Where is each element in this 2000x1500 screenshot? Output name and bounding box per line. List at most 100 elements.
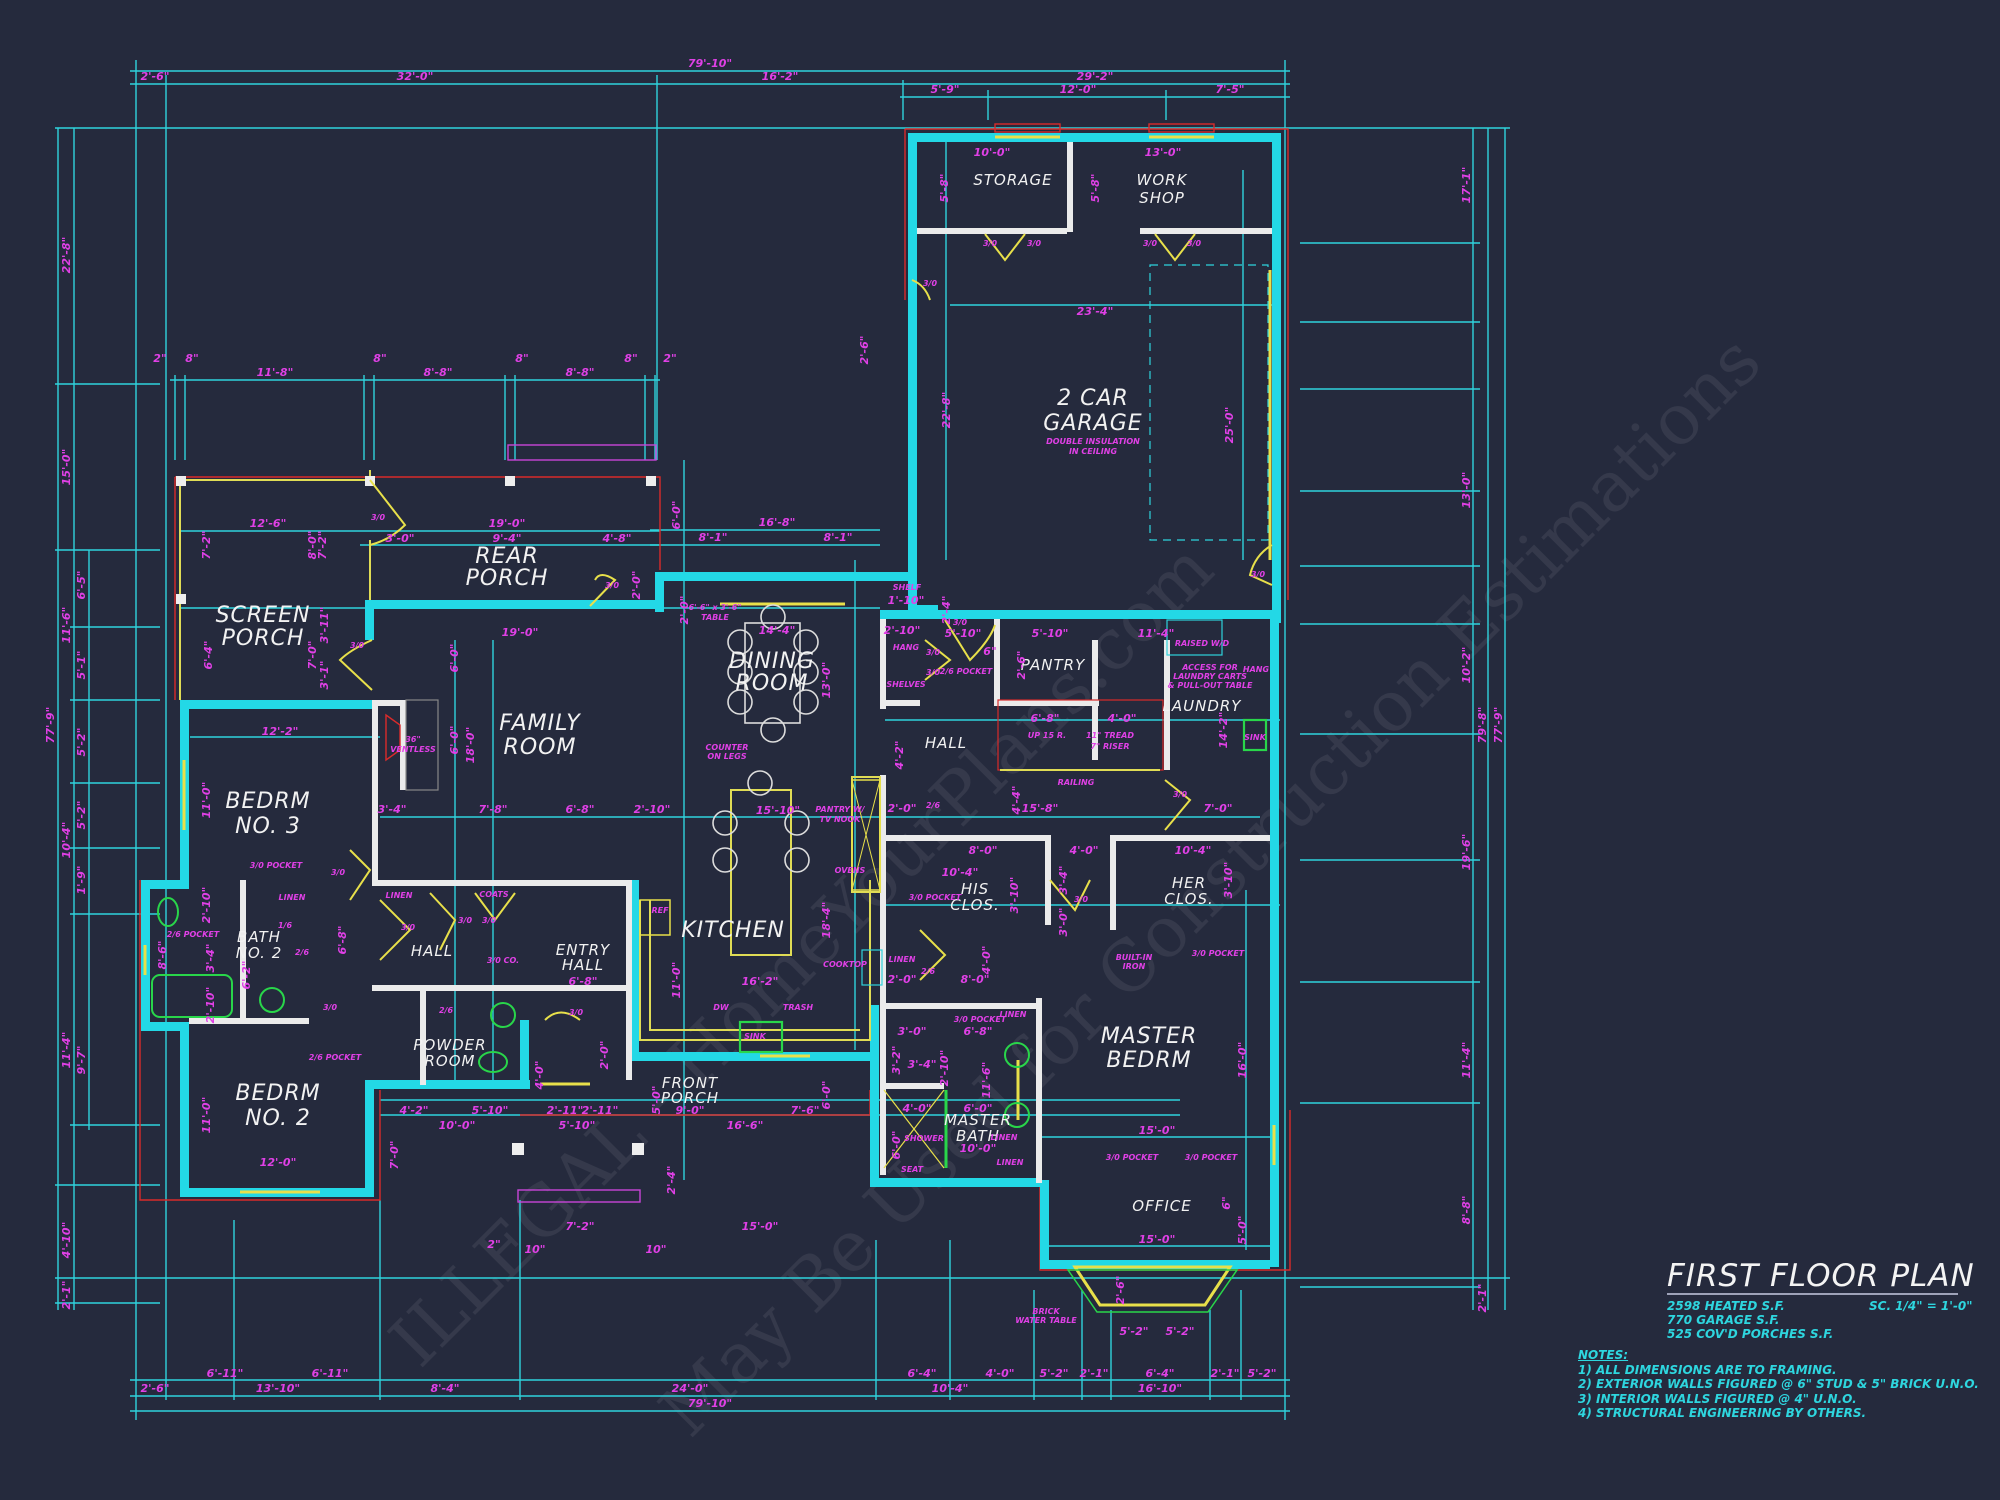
room-hall-lower: HALL	[411, 942, 453, 960]
svg-text:10'-4": 10'-4"	[60, 822, 73, 859]
svg-text:2'-0": 2'-0"	[888, 973, 917, 986]
svg-text:6'-5": 6'-5"	[75, 571, 88, 600]
room-his-closet: HIS	[961, 880, 989, 898]
svg-text:3'-4": 3'-4"	[1057, 866, 1070, 895]
svg-text:2'-6": 2'-6"	[141, 70, 170, 83]
fixtures	[151, 264, 1269, 1169]
svg-text:5'-8": 5'-8"	[1089, 174, 1102, 203]
svg-text:5'-8": 5'-8"	[938, 174, 951, 203]
svg-text:DW: DW	[713, 1003, 730, 1012]
svg-text:2'-10": 2'-10"	[204, 987, 217, 1024]
room-her-closet: HER	[1172, 874, 1206, 892]
svg-text:TABLE: TABLE	[701, 613, 729, 622]
svg-text:3/0: 3/0	[605, 581, 619, 590]
svg-text:24'-0": 24'-0"	[672, 1382, 709, 1395]
svg-text:7" RISER: 7" RISER	[1090, 742, 1129, 751]
svg-text:SHOP: SHOP	[1139, 189, 1185, 207]
svg-text:ACCESS FOR: ACCESS FOR	[1181, 663, 1238, 672]
svg-text:4'-0": 4'-0"	[985, 1367, 1015, 1380]
svg-text:6'-4": 6'-4"	[1146, 1367, 1175, 1380]
svg-text:77'-9": 77'-9"	[1492, 707, 1505, 744]
svg-text:3/0: 3/0	[926, 648, 940, 657]
svg-text:3/0: 3/0	[401, 923, 415, 932]
svg-text:10'-4": 10'-4"	[932, 1382, 969, 1395]
svg-text:2'-11": 2'-11"	[547, 1104, 584, 1117]
svg-text:2/6 POCKET: 2/6 POCKET	[940, 667, 993, 676]
svg-text:8'-8": 8'-8"	[566, 366, 595, 379]
svg-text:HANG: HANG	[1243, 665, 1270, 674]
svg-text:UP 15 R.: UP 15 R.	[1028, 731, 1066, 740]
svg-text:4'-10": 4'-10"	[60, 1222, 73, 1260]
svg-text:2'-1": 2'-1"	[1211, 1367, 1240, 1380]
doors	[338, 233, 1273, 1021]
room-dining: DINING	[729, 649, 815, 674]
svg-text:WATER TABLE: WATER TABLE	[1015, 1316, 1077, 1325]
svg-text:TV NOOK: TV NOOK	[820, 815, 862, 824]
svg-text:6'-0": 6'-0"	[964, 1102, 993, 1115]
svg-text:77'-9": 77'-9"	[44, 707, 57, 744]
svg-text:2": 2"	[663, 352, 676, 365]
svg-text:HALL: HALL	[562, 956, 604, 974]
general-notes: NOTES: 1) ALL DIMENSIONS ARE TO FRAMING.…	[1578, 1348, 1979, 1421]
room-laundry: LAUNDRY	[1163, 697, 1243, 715]
svg-text:6'-8": 6'-8"	[1031, 712, 1060, 725]
svg-text:79'-10": 79'-10"	[688, 57, 732, 70]
svg-text:9'-4": 9'-4"	[493, 532, 522, 545]
room-rear-porch: REAR	[475, 544, 539, 569]
svg-text:NO. 2: NO. 2	[245, 1106, 311, 1131]
room-bedrm2: BEDRM	[235, 1081, 320, 1106]
svg-text:8": 8"	[185, 352, 198, 365]
svg-text:DOUBLE INSULATION: DOUBLE INSULATION	[1046, 437, 1140, 446]
svg-text:16'-8": 16'-8"	[759, 516, 796, 529]
svg-text:PORCH: PORCH	[466, 566, 549, 591]
svg-text:6'-0": 6'-0"	[448, 726, 461, 755]
room-master-bedrm: MASTER	[1101, 1024, 1198, 1049]
svg-text:36": 36"	[405, 735, 420, 744]
svg-text:19'-0": 19'-0"	[489, 517, 526, 530]
svg-text:2'-4": 2'-4"	[940, 596, 953, 625]
svg-text:3/0: 3/0	[983, 239, 997, 248]
svg-text:25'-0": 25'-0"	[1223, 407, 1236, 444]
svg-text:CLOS.: CLOS.	[1164, 890, 1213, 908]
svg-text:3/0: 3/0	[323, 1003, 337, 1012]
svg-text:PANTRY W/: PANTRY W/	[815, 805, 865, 814]
svg-text:8'-8": 8'-8"	[424, 366, 453, 379]
svg-text:22'-8": 22'-8"	[940, 392, 953, 429]
svg-text:5'-2": 5'-2"	[1248, 1367, 1277, 1380]
svg-text:13'-0": 13'-0"	[820, 662, 833, 699]
svg-text:8'-0": 8'-0"	[306, 531, 319, 560]
svg-text:6'-4": 6'-4"	[202, 641, 215, 670]
svg-text:LINEN: LINEN	[889, 955, 916, 964]
svg-text:2'-10": 2'-10"	[938, 1050, 951, 1087]
svg-text:1'-9": 1'-9"	[75, 866, 88, 895]
svg-text:REF: REF	[651, 906, 669, 915]
svg-text:6'-0": 6'-0"	[820, 1081, 833, 1110]
svg-text:5'-2": 5'-2"	[75, 728, 88, 757]
svg-text:6'-4": 6'-4"	[908, 1367, 937, 1380]
svg-text:11'-4": 11'-4"	[1138, 627, 1175, 640]
svg-text:3'-4": 3'-4"	[908, 1058, 937, 1071]
svg-text:15'-0": 15'-0"	[1139, 1233, 1176, 1246]
svg-text:3/0: 3/0	[371, 513, 385, 522]
svg-text:2'-6": 2'-6"	[141, 1382, 170, 1395]
svg-text:2'-11": 2'-11"	[582, 1104, 619, 1117]
svg-text:& PULL-OUT TABLE: & PULL-OUT TABLE	[1168, 681, 1253, 690]
svg-text:3/0: 3/0	[482, 916, 496, 925]
exterior-walls	[141, 133, 1281, 1269]
svg-text:4'-0": 4'-0"	[1107, 712, 1137, 725]
svg-text:10": 10"	[645, 1243, 666, 1256]
svg-text:HANG: HANG	[893, 643, 920, 652]
svg-text:79'-8": 79'-8"	[1476, 707, 1489, 744]
svg-text:7'-8": 7'-8"	[479, 803, 508, 816]
svg-text:ROOM: ROOM	[504, 735, 577, 760]
svg-text:8'-6": 8'-6"	[156, 941, 169, 970]
svg-text:3'-0": 3'-0"	[1057, 908, 1070, 937]
room-office: OFFICE	[1132, 1197, 1191, 1215]
room-bedrm3: BEDRM	[225, 789, 310, 814]
svg-text:2/6: 2/6	[926, 801, 940, 810]
svg-text:2/6 POCKET: 2/6 POCKET	[309, 1053, 362, 1062]
svg-text:RAISED W/D: RAISED W/D	[1175, 639, 1230, 648]
svg-text:5'-10": 5'-10"	[472, 1104, 509, 1117]
svg-text:SHELF: SHELF	[893, 583, 922, 592]
